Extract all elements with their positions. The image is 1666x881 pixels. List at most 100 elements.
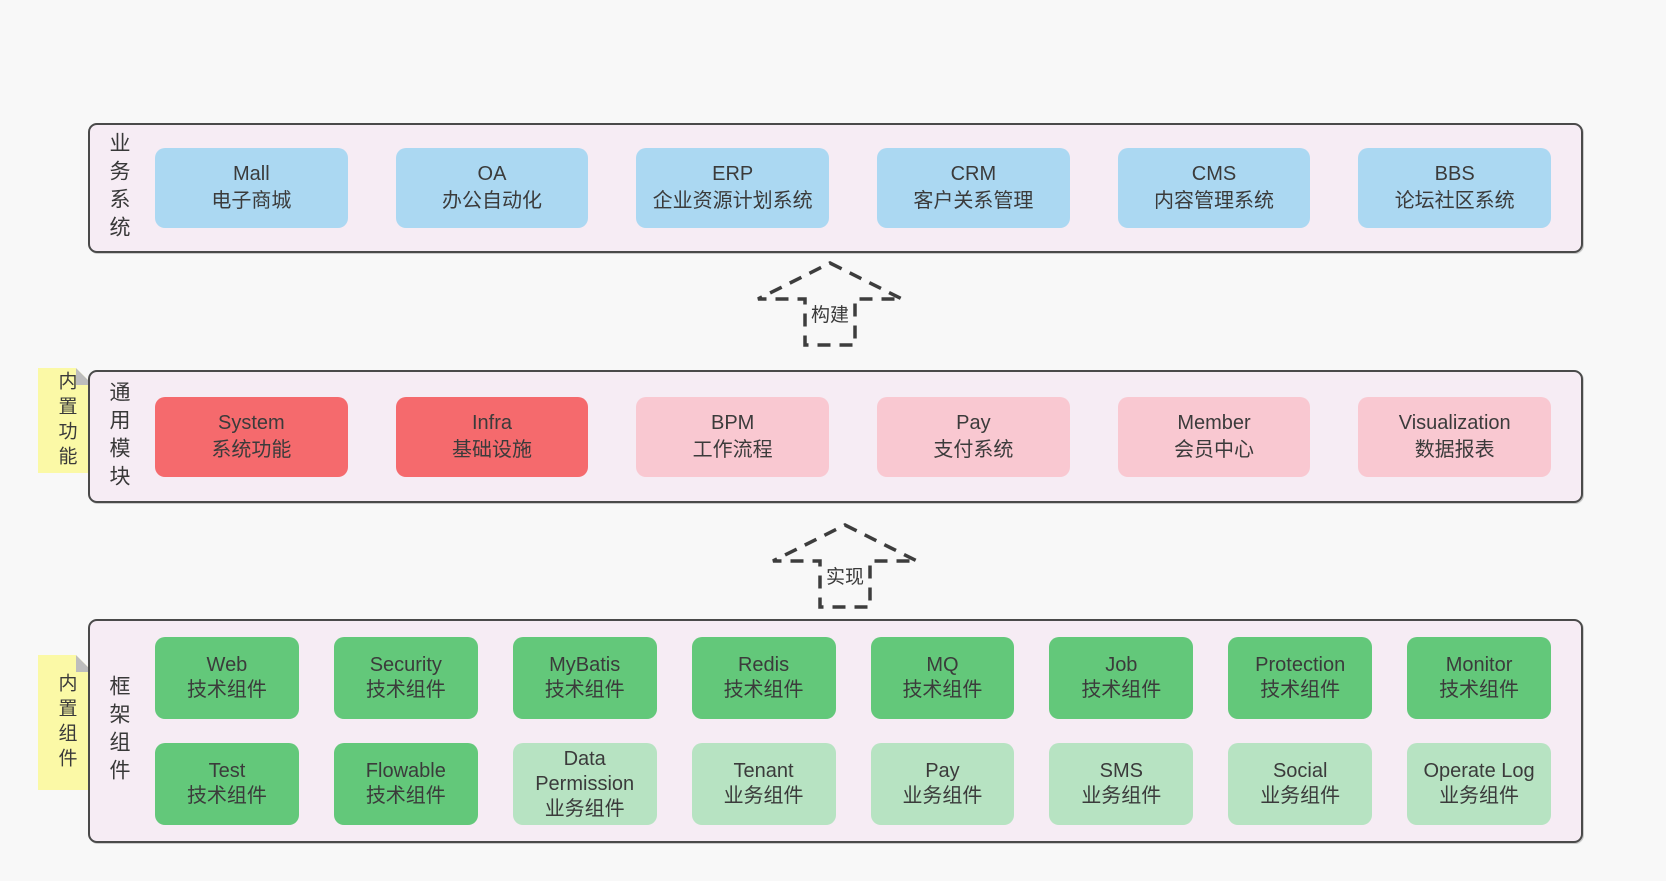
box-title: Job [1105,654,1138,676]
box-title: ERP [712,163,754,185]
box-subtitle: 业务组件 [723,785,804,807]
box-title: Protection [1255,654,1346,676]
box-subtitle: 论坛社区系统 [1394,190,1515,212]
box-subtitle: 数据报表 [1414,438,1495,461]
box-subtitle: 技术组件 [186,679,267,701]
box-subtitle: 会员中心 [1174,438,1255,461]
box-subtitle: 业务组件 [544,797,625,820]
sticky-note-text: 内置功能 [55,370,77,471]
box-subtitle: 技术组件 [544,679,625,701]
module-box-bbs: BBS 论坛社区系统 [1358,148,1552,228]
box-title: Social [1272,760,1328,782]
sticky-note-built-in-components: 内置组件 [38,655,93,790]
box-subtitle: 内容管理系统 [1154,190,1275,212]
box-title: Tenant [733,760,794,782]
box-title: CMS [1191,163,1237,185]
box-title: Web [206,654,248,676]
arrow-label-text: 实现 [822,562,867,589]
module-box-job: Job 技术组件 [1049,637,1194,719]
box-subtitle: 技术组件 [365,785,446,807]
module-box-redis: Redis 技术组件 [691,637,836,719]
box-title: System [217,411,285,434]
sticky-note-text: 内置组件 [55,672,77,773]
section-box-rows: Mall 电子商城 OA 办公自动化 ERP 企业资源计划系统 CRM 客户关系管理 CMS 内容… [131,148,1581,228]
box-title: SMS [1099,760,1143,782]
module-box-cms: CMS 内容管理系统 [1117,148,1311,228]
module-box-web: Web 技术组件 [155,637,299,719]
box-title: Pay [925,760,960,782]
box-subtitle: 技术组件 [365,679,446,701]
module-box-infra: Infra 基础设施 [395,396,589,477]
box-title: Test [208,760,246,782]
box-title: OA [477,163,507,185]
arrow-label: 实现 [770,562,920,589]
box-subtitle: 系统功能 [211,438,292,461]
arrow-label-text: 构建 [807,300,852,327]
box-subtitle: 业务组件 [1439,785,1520,807]
block-arrow-up-icon [757,261,903,347]
arrow-label: 构建 [755,300,905,327]
module-box-social: Social 业务组件 [1228,743,1373,825]
box-subtitle: 电子商城 [211,190,292,212]
box-title: CRM [950,163,997,185]
box-subtitle: 技术组件 [186,785,267,807]
box-title: Data Permission [535,747,635,795]
box-subtitle: 办公自动化 [442,190,542,212]
module-box-crm: CRM 客户关系管理 [877,148,1070,228]
module-box-operate-log: Operate Log 业务组件 [1407,743,1551,825]
box-title: BBS [1434,163,1475,185]
module-box-erp: ERP 企业资源计划系统 [636,148,830,228]
box-title: MQ [926,654,959,676]
section-side-label: 框架组件 [107,675,130,787]
module-box-mq: MQ 技术组件 [870,637,1015,719]
module-box-tenant: Tenant 业务组件 [691,743,836,825]
box-subtitle: 客户关系管理 [913,190,1034,212]
box-subtitle: 支付系统 [933,438,1014,461]
section-side-label: 业务系统 [107,132,130,244]
box-subtitle: 业务组件 [1081,785,1162,807]
module-box-flowable: Flowable 技术组件 [333,743,478,825]
module-box-mall: Mall 电子商城 [155,148,348,228]
box-title: Pay [956,411,991,434]
module-box-sms: SMS 业务组件 [1049,743,1194,825]
module-box-test: Test 技术组件 [155,743,299,825]
box-subtitle: 技术组件 [1260,679,1341,701]
box-subtitle: 工作流程 [692,438,773,461]
module-box-oa: OA 办公自动化 [395,148,589,228]
module-box-mybatis: MyBatis 技术组件 [512,637,657,719]
module-box-pay: Pay 支付系统 [877,396,1070,477]
box-title: Mall [233,163,270,185]
box-subtitle: 业务组件 [902,785,983,807]
module-box-system: System 系统功能 [155,396,348,477]
module-box-security: Security 技术组件 [333,637,478,719]
block-arrow-up-icon [772,523,918,609]
box-subtitle: 技术组件 [902,679,983,701]
box-title: Redis [737,654,790,676]
box-subtitle: 基础设施 [452,438,532,461]
build-arrow-icon: 构建 [755,260,905,348]
box-title: MyBatis [549,654,621,676]
module-box-visualization: Visualization 数据报表 [1358,396,1552,477]
box-subtitle: 技术组件 [723,679,804,701]
box-title: Visualization [1398,411,1511,434]
box-subtitle: 企业资源计划系统 [652,190,813,212]
box-title: Infra [471,411,513,434]
section-business-systems: 业务系统 Mall 电子商城 OA 办公自动化 ERP 企业资源计划系统 CRM 客户关系管理… [88,123,1583,253]
box-title: Operate Log [1423,760,1535,782]
box-subtitle: 技术组件 [1081,679,1162,701]
box-subtitle: 业务组件 [1260,785,1341,807]
box-title: Security [369,654,442,676]
box-title: Monitor [1445,654,1513,676]
box-title: Flowable [365,760,446,782]
